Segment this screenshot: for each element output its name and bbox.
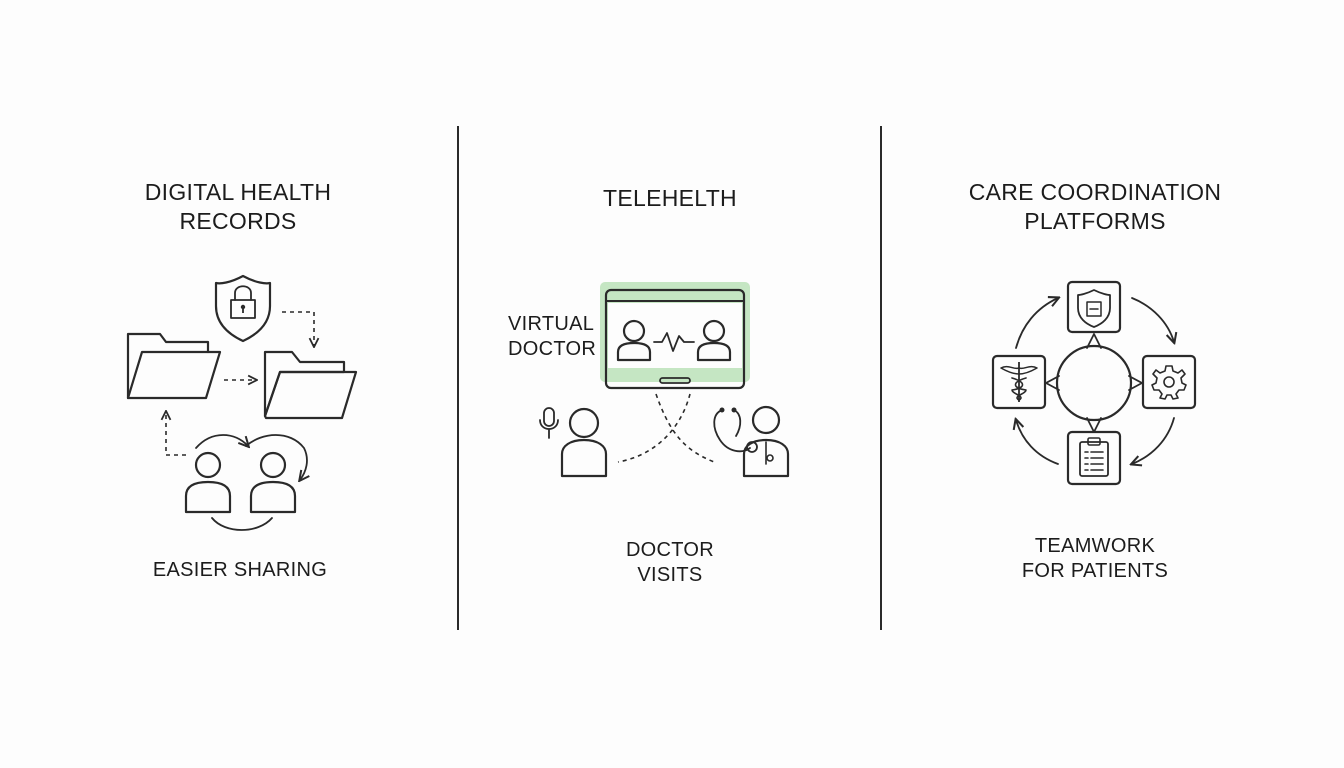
stethoscope-icon bbox=[713, 407, 758, 453]
hub-circle bbox=[1055, 344, 1133, 422]
divider-left bbox=[457, 126, 459, 630]
virtual-doctor-line2: DOCTOR bbox=[508, 338, 597, 360]
virtual-doctor-line1: VIRTUAL bbox=[508, 313, 595, 335]
panel1-title: DIGITAL HEALTH RECORDS bbox=[118, 178, 358, 236]
person-icon bbox=[184, 451, 232, 514]
caduceus-icon bbox=[991, 354, 1047, 410]
virtual-doctor-label: VIRTUAL DOCTOR bbox=[508, 312, 596, 362]
panel2-title-line1: TELEHELTH bbox=[603, 185, 737, 211]
doctor-icon bbox=[742, 405, 790, 478]
panel3-title-line2: PLATFORMS bbox=[1024, 208, 1166, 234]
panel1-caption-line1: EASIER SHARING bbox=[152, 559, 328, 581]
panel1-caption: EASIER SHARING bbox=[130, 558, 350, 583]
divider-right bbox=[880, 126, 882, 630]
clipboard-icon bbox=[1066, 430, 1122, 486]
panel2-caption: DOCTOR VISITS bbox=[570, 538, 770, 588]
gear-icon bbox=[1141, 354, 1197, 410]
shield-icon bbox=[1066, 280, 1122, 334]
panel2-caption-line1: DOCTOR bbox=[625, 539, 715, 561]
panel3-caption-line2: FOR PATIENTS bbox=[1021, 560, 1169, 582]
panel2-title: TELEHELTH bbox=[560, 184, 780, 213]
panel3-caption: TEAMWORK FOR PATIENTS bbox=[990, 534, 1200, 584]
panel3-title-line1: CARE COORDINATION bbox=[968, 179, 1222, 205]
panel1-title-line2: RECORDS bbox=[179, 208, 297, 234]
shield-lock-icon bbox=[214, 274, 272, 343]
monitor-icon bbox=[600, 282, 750, 390]
folder-icon bbox=[263, 350, 358, 420]
person-icon bbox=[560, 407, 608, 478]
panel1-title-line1: DIGITAL HEALTH bbox=[144, 179, 332, 205]
panel3-title: CARE COORDINATION PLATFORMS bbox=[955, 178, 1235, 236]
microphone-icon bbox=[539, 407, 559, 439]
panel3-caption-line1: TEAMWORK bbox=[1034, 535, 1156, 557]
folder-icon bbox=[126, 332, 222, 400]
person-icon bbox=[249, 451, 297, 514]
panel2-caption-line2: VISITS bbox=[637, 564, 703, 586]
